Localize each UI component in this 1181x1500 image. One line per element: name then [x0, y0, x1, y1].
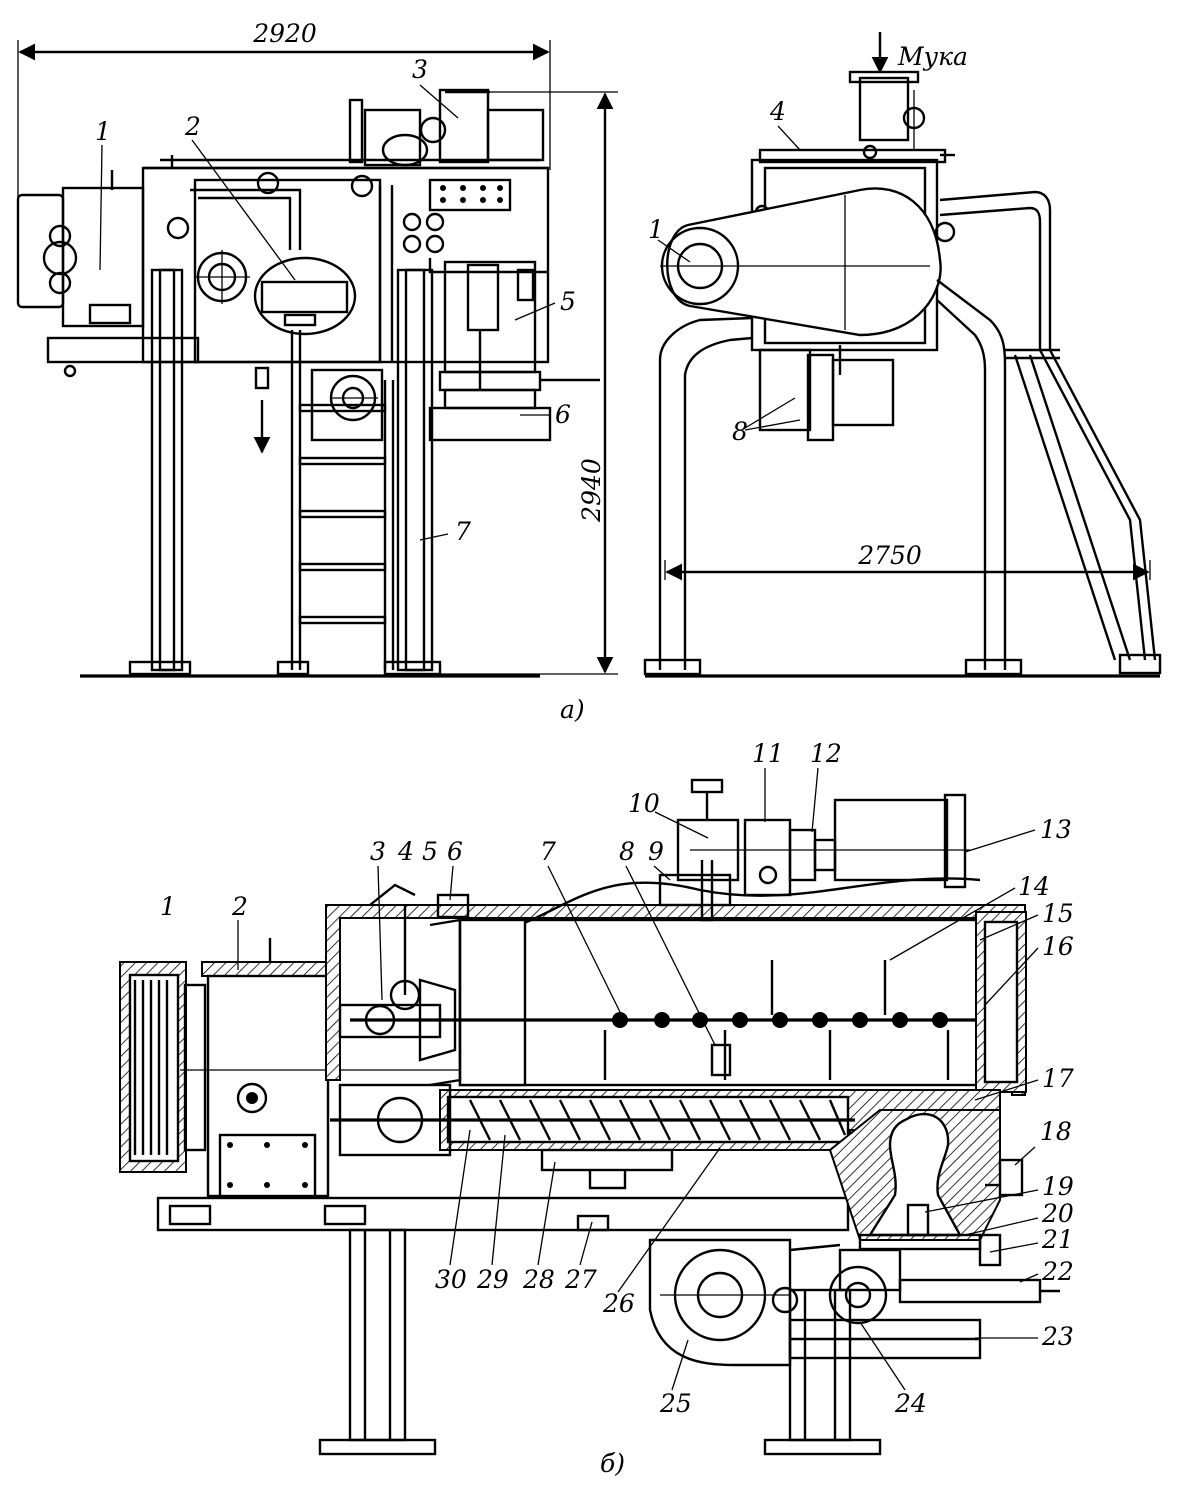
fan-front: [310, 368, 384, 442]
label-b-19: 19: [1042, 1172, 1074, 1201]
auger-screw: [330, 1099, 855, 1141]
label-b-17: 17: [1042, 1064, 1074, 1093]
pulley-grooves: [133, 980, 169, 1155]
label-b-2: 2: [231, 892, 248, 921]
dimension-height-a: 2940: [440, 91, 618, 675]
handrail-side: [939, 190, 1162, 675]
view-a-front: 2920 2940: [16, 19, 618, 678]
label-a-front-1: 1: [95, 117, 111, 146]
dimension-width-a: 2920: [17, 19, 551, 200]
label-b-23: 23: [1041, 1322, 1074, 1351]
label-b-30: 30: [435, 1265, 467, 1294]
label-b-7: 7: [540, 837, 556, 866]
label-b-8: 8: [619, 837, 635, 866]
label-b-26: 26: [602, 1289, 635, 1318]
label-b-21: 21: [1041, 1225, 1074, 1254]
caption-a: а): [560, 695, 585, 724]
label-b-4: 4: [397, 837, 414, 866]
label-b-5: 5: [422, 837, 438, 866]
label-b-9: 9: [648, 837, 664, 866]
label-b-12: 12: [810, 739, 842, 768]
label-b-20: 20: [1041, 1199, 1074, 1228]
kneader-blades: [603, 960, 950, 1080]
press-head-front: [428, 260, 600, 442]
label-b-15: 15: [1042, 899, 1074, 928]
label-b-25: 25: [659, 1389, 692, 1418]
label-b-27: 27: [564, 1265, 597, 1294]
caption-b: б): [600, 1449, 625, 1478]
top-feeder-front: [348, 88, 545, 167]
label-b-16: 16: [1042, 932, 1074, 961]
label-b-22: 22: [1041, 1257, 1074, 1286]
label-a-front-2: 2: [184, 112, 201, 141]
legs-front: [80, 268, 540, 678]
motor-unit-front: [16, 170, 200, 378]
label-b-18: 18: [1040, 1117, 1072, 1146]
label-a-side-1: 1: [648, 215, 664, 244]
label-b-3: 3: [370, 837, 386, 866]
control-buttons: [440, 185, 503, 203]
label-b-1: 1: [160, 892, 176, 921]
frame-legs-side: [643, 279, 1160, 678]
label-b-10: 10: [628, 789, 660, 818]
label-a-front-6: 6: [555, 400, 571, 429]
label-b-29: 29: [476, 1265, 509, 1294]
input-label-flour: Мука: [897, 42, 968, 71]
label-a-side-4: 4: [769, 97, 786, 126]
dimension-height-label: 2940: [577, 458, 606, 523]
dimension-depth-label: 2750: [857, 541, 922, 570]
label-b-24: 24: [894, 1389, 927, 1418]
body-front: [141, 155, 550, 364]
dimension-width-label: 2920: [252, 19, 317, 48]
label-b-6: 6: [447, 837, 463, 866]
label-a-front-7: 7: [455, 517, 471, 546]
label-b-28: 28: [522, 1265, 555, 1294]
view-a-side: Мука: [560, 32, 1162, 724]
label-b-14: 14: [1018, 872, 1050, 901]
ladder-front: [276, 330, 395, 676]
label-a-front-5: 5: [560, 287, 576, 316]
label-a-front-3: 3: [412, 55, 428, 84]
legs-section: [318, 1228, 882, 1456]
view-b-section: 1 2 3 4 5 6 7 8 9 10 11 12 13 14 15 16 1…: [119, 739, 1074, 1478]
label-b-13: 13: [1040, 815, 1072, 844]
label-b-11: 11: [752, 739, 784, 768]
label-a-side-8: 8: [732, 417, 748, 446]
